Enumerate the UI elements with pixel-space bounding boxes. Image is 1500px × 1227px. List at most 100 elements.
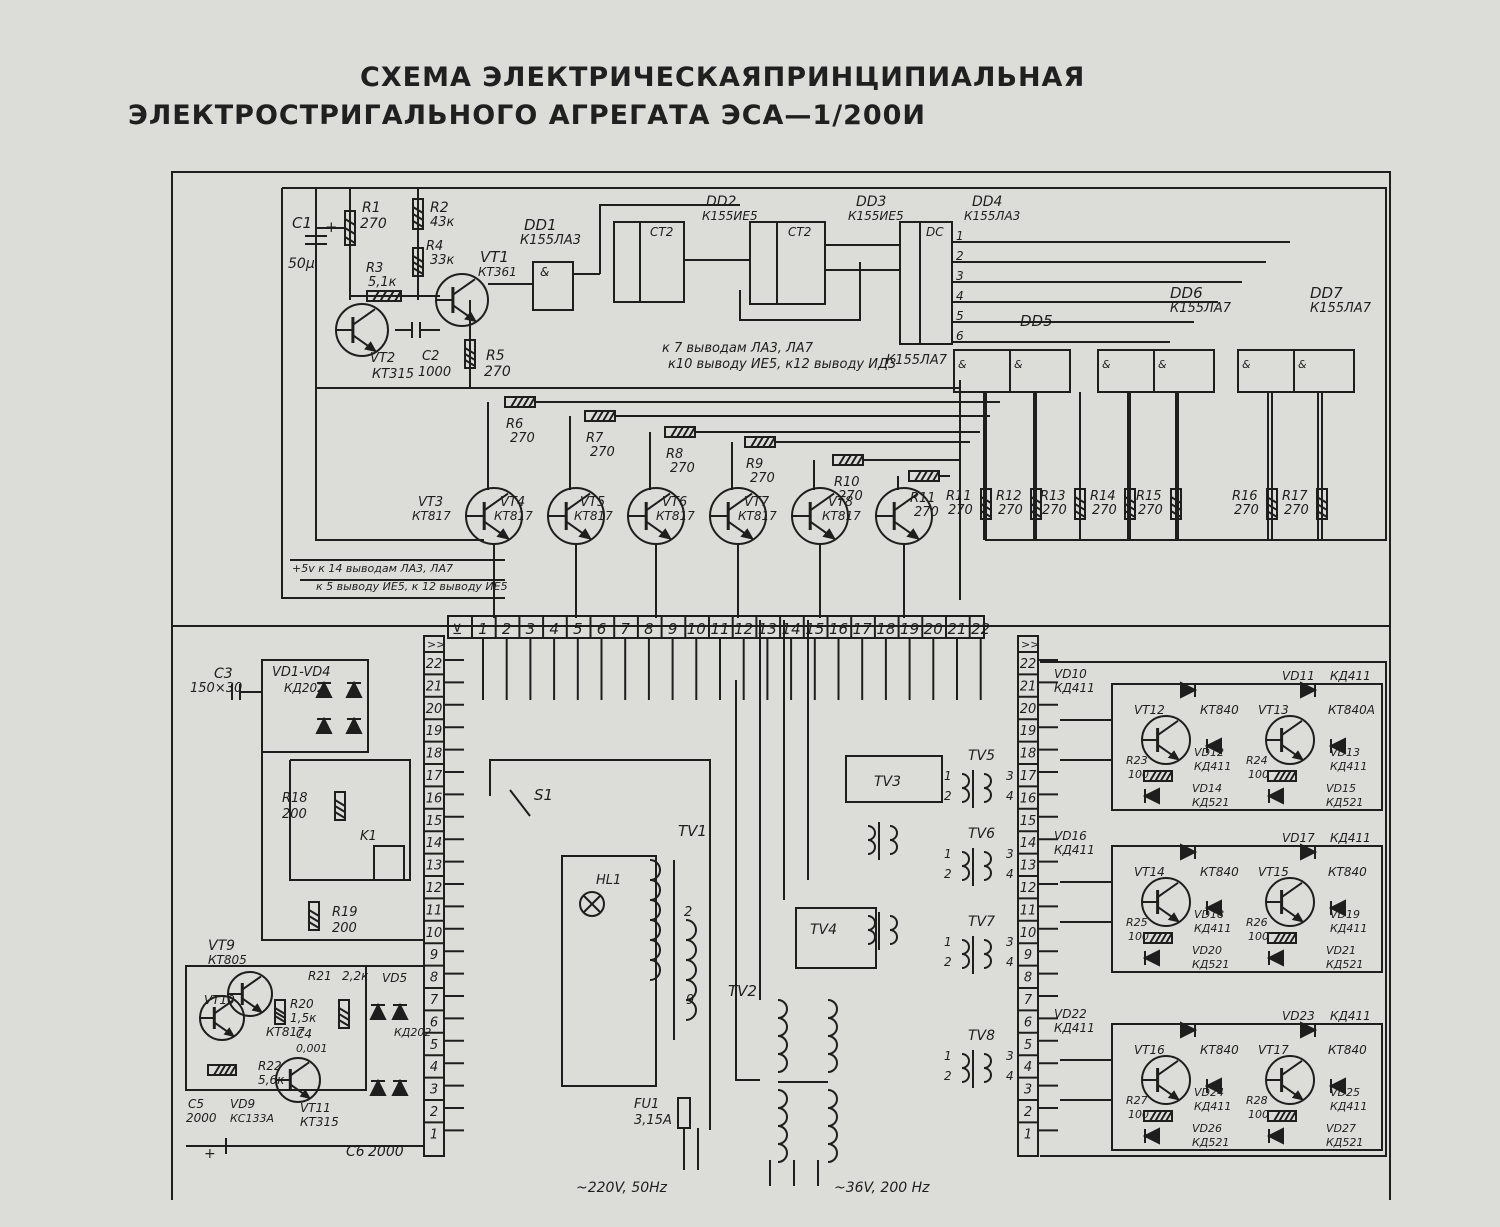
fu1-label: FU1 (634, 1097, 659, 1112)
transformer-pin-label: 2 (944, 955, 952, 969)
stage-diode-type: КД411 (1330, 1100, 1367, 1113)
right-connector-pin-label: 7 (1024, 993, 1033, 1008)
vt9-type: КТ805 (208, 953, 247, 967)
tv2-secondary-b (777, 1089, 788, 1163)
transformer-pin-label: 1 (944, 769, 952, 783)
c6-label: C6 (346, 1144, 365, 1160)
dd5-chip (953, 349, 1071, 393)
output-stage-frame (1111, 683, 1383, 811)
base-resistor-label: R8 (666, 447, 683, 462)
dd7-label: DD7 (1310, 284, 1343, 302)
connector-pin-label: 12 (734, 620, 753, 638)
vt11-type: КТ315 (300, 1115, 339, 1129)
driver-transistor-label: VT3 (418, 495, 443, 510)
bridge-diode (315, 680, 333, 698)
c2-value: 1000 (418, 365, 451, 380)
right-connector-pin-label: 13 (1020, 859, 1037, 874)
connector-pin-label: 9 (668, 620, 678, 638)
left-connector-pin-label: 13 (426, 859, 443, 874)
vt11-transistor (275, 1057, 321, 1103)
r20-label: R20 (290, 997, 314, 1011)
base-resistor-r10 (832, 454, 864, 466)
stage-diode-type: КД411 (1054, 681, 1095, 695)
regulator-frame (185, 965, 367, 1091)
dd5-symbol: & (958, 358, 967, 371)
stage-transistor-type: КТ840 (1200, 703, 1239, 717)
stage-diode (1204, 899, 1222, 917)
vt8-transistor (875, 487, 933, 545)
stage-resistor-label: R23 (1126, 754, 1148, 767)
right-connector-pin-label: 21 (1020, 679, 1037, 694)
regulator-diode (391, 1002, 409, 1020)
left-connector-pin-label: 17 (426, 769, 443, 784)
load-resistor-label: R12 (996, 489, 1022, 504)
stage-transistor-label: VT15 (1258, 865, 1289, 879)
connector-pin-label: 1 (478, 620, 488, 638)
load-resistor-r11 (980, 488, 992, 520)
stage-transistor-type: КТ840 (1328, 865, 1367, 879)
c5-plus-label: + (204, 1146, 216, 1162)
dd7-chip (1237, 349, 1355, 393)
dd3-loop (739, 262, 861, 321)
tv4-label: TV4 (810, 922, 837, 938)
stage-resistor-value: 100 (1128, 930, 1149, 943)
dd6-symbol: & (1158, 358, 1167, 371)
connector-pin-label: 21 (947, 620, 966, 638)
left-connector-pin-label: 11 (426, 903, 443, 918)
load-resistor-label: R14 (1090, 489, 1116, 504)
r3-value: 5,1к (368, 275, 397, 290)
stage-transistor (1141, 1055, 1191, 1105)
stage-diode (1204, 737, 1222, 755)
right-rail (1040, 661, 1387, 1157)
winding (867, 915, 876, 945)
dd6-symbol: & (1102, 358, 1111, 371)
connector-pin-label: 4 (549, 620, 559, 638)
transformer-pin-label: 3 (1006, 1049, 1014, 1063)
right-connector-pin-label: 11 (1020, 903, 1037, 918)
load-resistor-value: 270 (1234, 503, 1259, 518)
dd2-wire (599, 204, 740, 274)
winding (889, 825, 898, 855)
connector-pin-label: 13 (758, 620, 777, 638)
regulator-diode (391, 1078, 409, 1096)
vt10-label: VT10 (204, 993, 235, 1007)
stage-transistor (1265, 715, 1315, 765)
stage-diode-type: КД411 (1330, 831, 1371, 845)
stage-diode-type: КД411 (1194, 922, 1231, 935)
r2-resistor (412, 198, 424, 230)
right-connector-pin-label: 9 (1024, 948, 1032, 963)
load-resistor-label: R16 (1232, 489, 1258, 504)
stage-diode-type: КД521 (1192, 796, 1229, 809)
stage-transistor (1265, 877, 1315, 927)
stage-diode-type: КД521 (1326, 958, 1363, 971)
c4-label: C4 (296, 1027, 312, 1041)
stage-diode-type: КД411 (1054, 843, 1095, 857)
r5-value: 270 (484, 364, 511, 380)
right-connector-pin-label: 10 (1020, 926, 1037, 941)
stage-diode-label: VD18 (1194, 908, 1224, 921)
r18-resistor (334, 791, 346, 821)
left-connector-pin-label: 7 (430, 993, 439, 1008)
tv1-pin-label: 9 (686, 993, 694, 1008)
r1-label: R1 (362, 200, 381, 216)
dd6-chip (1097, 349, 1215, 393)
stage-diode-label: VD10 (1054, 667, 1087, 681)
stage-diode (1266, 949, 1284, 967)
dd3-inner-label: CT2 (788, 225, 811, 239)
note-pin7: к 7 выводам ЛА3, ЛА7 (662, 341, 814, 356)
schematic-title-line-2: ЭЛЕКТРОСТРИГАЛЬНОГО АГРЕГАТА ЭСА—1/200И (128, 100, 927, 131)
stage-diode-label: VD19 (1330, 908, 1360, 921)
load-resistor-label: R11 (946, 489, 972, 504)
output-label: ~36V, 200 Hz (834, 1180, 930, 1196)
winding (961, 851, 970, 881)
right-connector-pin-label: 17 (1020, 769, 1037, 784)
dd4-pin-label: 4 (956, 289, 964, 303)
connector-pin-label: 18 (876, 620, 895, 638)
stage-transistor-type: КТ840 (1200, 865, 1239, 879)
vd1-vd4-type: КД202 (284, 681, 325, 695)
power-return (261, 752, 424, 941)
dd5-symbol: & (1014, 358, 1023, 371)
stage-diode (1300, 681, 1318, 699)
vt4-transistor (547, 487, 605, 545)
driver-transistor-type: КТ817 (738, 509, 777, 523)
